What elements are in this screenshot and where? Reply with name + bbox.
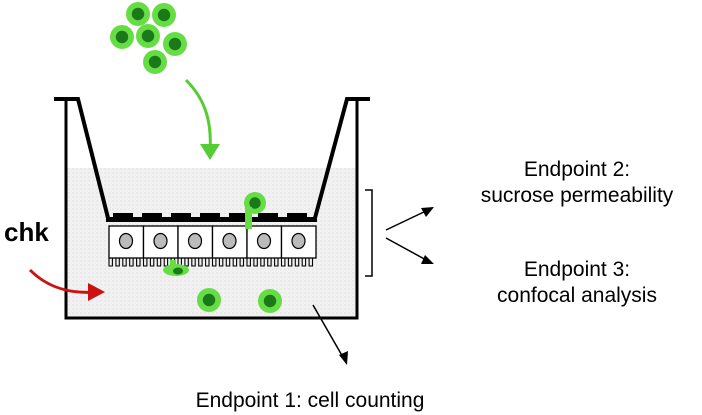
cell-villi (280, 257, 316, 267)
membrane-pore (200, 213, 220, 222)
green-cell (110, 25, 134, 49)
outer-well-wall (64, 100, 359, 320)
green-cell (152, 3, 176, 27)
endpoint3-description: confocal analysis (497, 284, 657, 307)
cell-nucleus (222, 232, 237, 250)
endpoint2-label: Endpoint 2: sucrose permeability (452, 157, 702, 209)
red-arrow-head (88, 283, 105, 301)
endpoint2-description: sucrose permeability (480, 184, 674, 207)
lower-cell (258, 289, 282, 313)
cell-villi (108, 257, 144, 267)
insert-left-wall (54, 97, 110, 219)
endpoint3-title: Endpoint 3: (523, 258, 631, 281)
transmigrating-cell (163, 260, 189, 276)
epithelial-cell (246, 225, 283, 267)
arrow-to-endpoint3 (385, 237, 434, 264)
cell-nucleus (118, 232, 134, 250)
endpoint2-title: Endpoint 2: (523, 158, 631, 181)
green-cell (143, 50, 167, 74)
epithelial-cell (211, 225, 248, 267)
cell-nucleus (256, 232, 272, 250)
green-arrow (184, 78, 212, 151)
epithelial-cell (177, 225, 214, 267)
membrane-pore (229, 213, 249, 222)
insert-medium (85, 168, 330, 218)
epithelial-cell (142, 225, 179, 267)
endpoint1-label: Endpoint 1: cell counting (195, 389, 425, 412)
endpoint3-label: Endpoint 3: confocal analysis (452, 257, 702, 309)
migrating-cell-protrusion (245, 207, 252, 229)
arrow-to-endpoint2 (385, 207, 434, 231)
membrane-pore (113, 213, 133, 222)
lower-cell (197, 288, 221, 312)
membrane-pore (287, 213, 307, 222)
cell-nucleus (187, 232, 203, 250)
green-cell (126, 2, 150, 26)
chk-label: chk (4, 217, 49, 247)
membrane-pore (142, 213, 162, 222)
green-cell (136, 24, 160, 48)
transwell-insert (54, 97, 370, 222)
membrane-pores (113, 213, 307, 222)
epithelial-cell (280, 225, 317, 267)
insert-right-wall (313, 97, 370, 219)
cell-nucleus (291, 232, 306, 250)
green-arrow-head (200, 144, 220, 160)
cell-nucleus (153, 232, 168, 250)
cell-villi (211, 257, 247, 267)
epithelial-monolayer (108, 225, 317, 267)
cell-villi (177, 257, 213, 267)
arrow-to-endpoint1 (312, 304, 348, 365)
endpoint-bracket (365, 189, 373, 277)
migrating-cells (163, 192, 266, 276)
cell-villi (246, 257, 282, 267)
cell-cluster (110, 2, 187, 74)
lower-chamber-cells (197, 288, 282, 313)
membrane-pore (171, 213, 191, 222)
green-cell (163, 32, 187, 56)
membrane-pore (258, 213, 278, 222)
